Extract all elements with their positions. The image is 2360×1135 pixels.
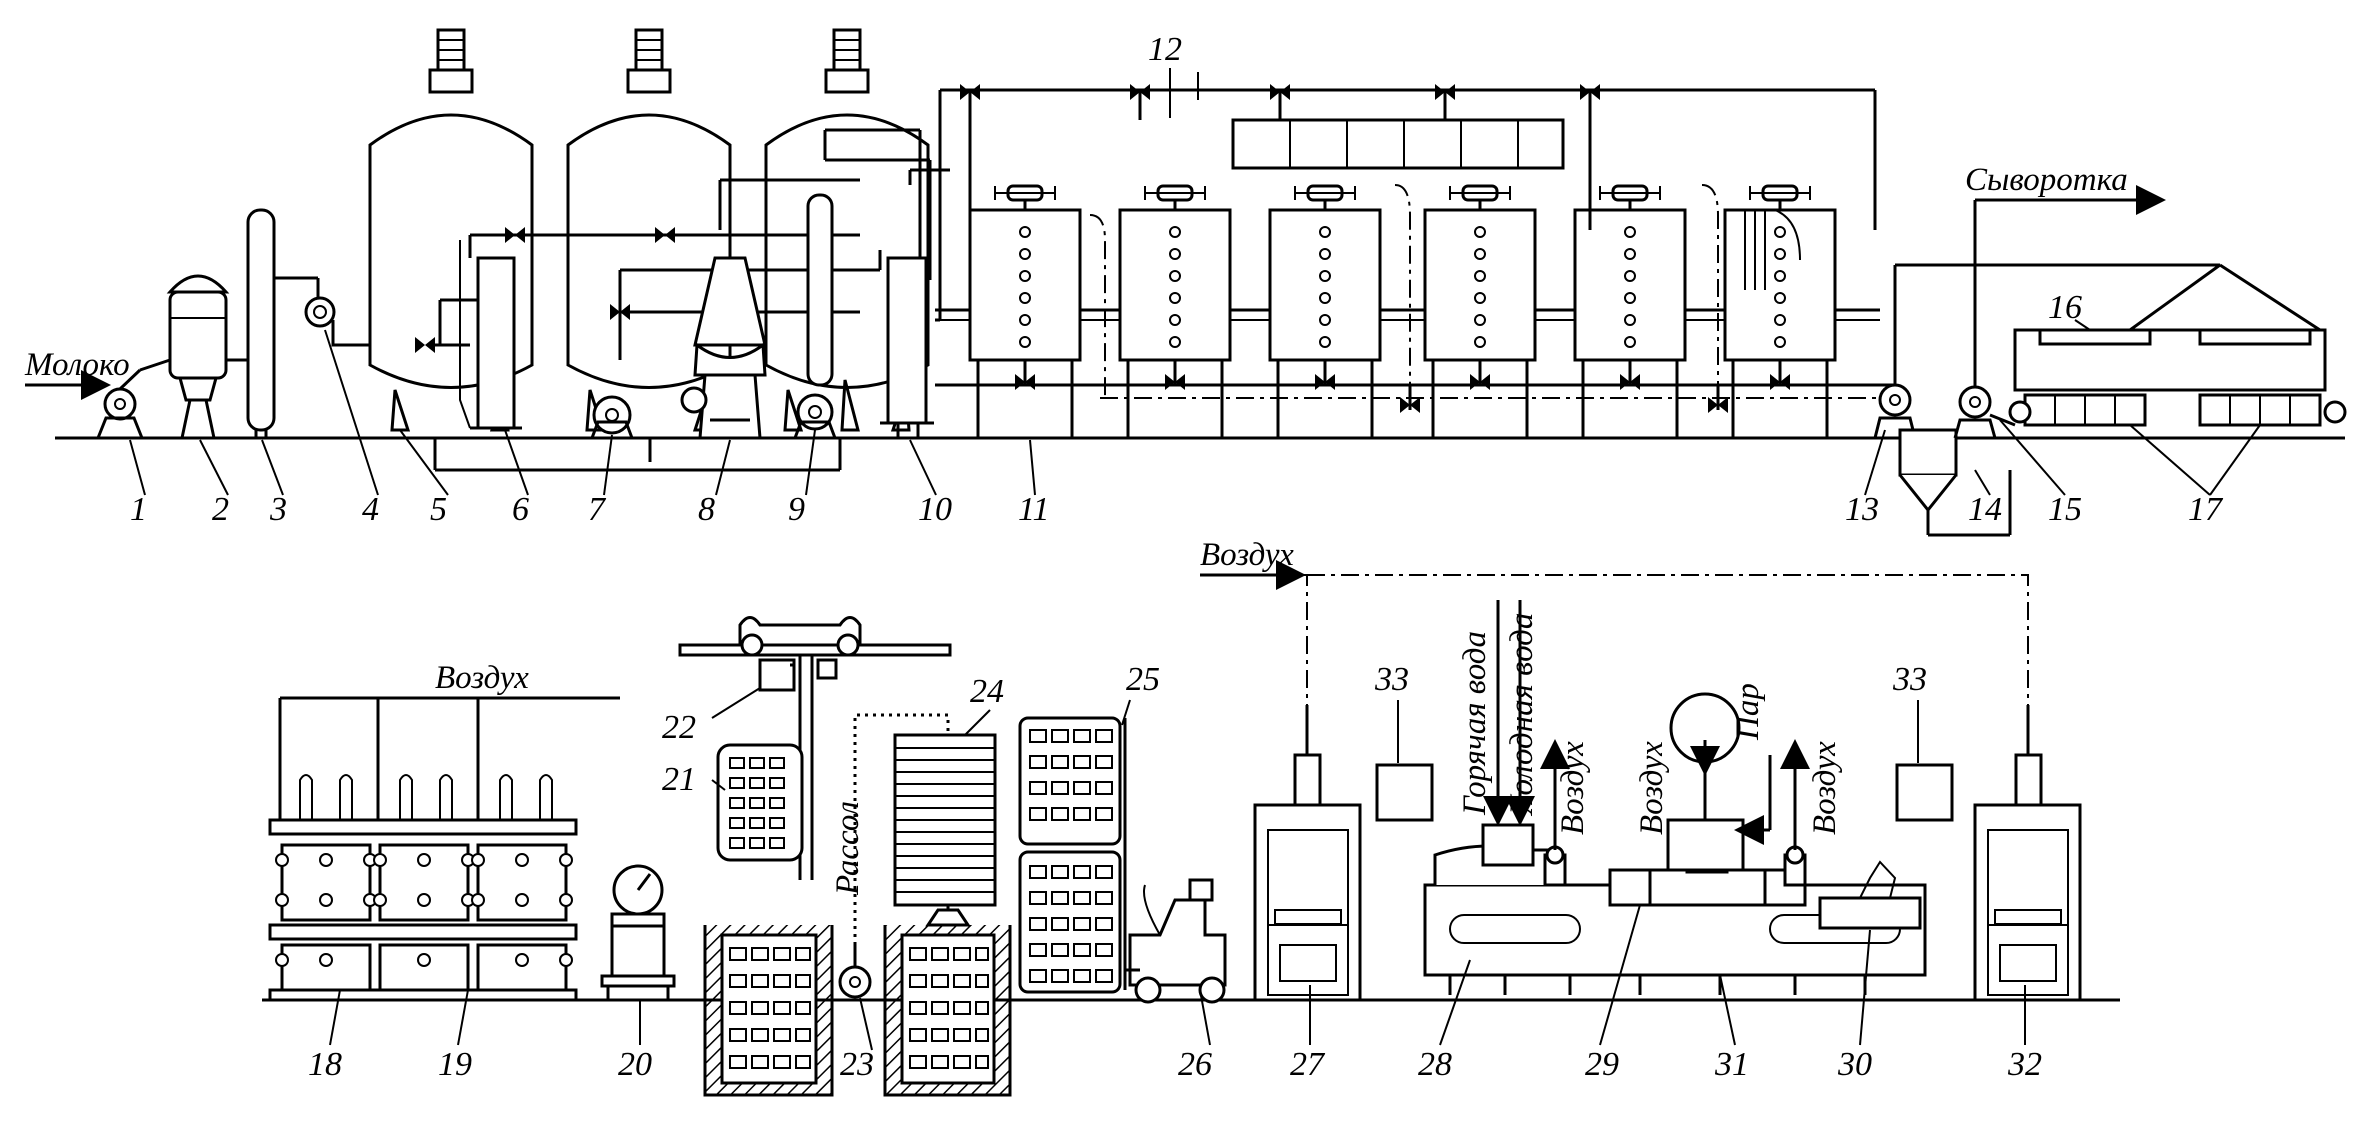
label-milk: Молоко: [24, 347, 130, 383]
num-10: 10: [918, 491, 952, 528]
label-air-v2: Воздух: [1634, 741, 1670, 835]
num-24: 24: [970, 673, 1004, 710]
scales-20: [600, 864, 676, 1000]
brine-pools: [703, 925, 1012, 1097]
pasteurizer-10: [880, 90, 942, 438]
storage-tanks-5: [368, 28, 930, 432]
drying-racks-18-19: [268, 696, 620, 1002]
hoist-22: [678, 616, 952, 880]
num-33-right: 33: [1892, 661, 1927, 698]
bottom-process-line: [262, 560, 2120, 1097]
num-28: 28: [1418, 1046, 1452, 1083]
top-process-line: [25, 28, 2347, 537]
num-2: 2: [212, 491, 229, 528]
num-3: 3: [269, 491, 287, 528]
num-19: 19: [438, 1046, 472, 1083]
num-17: 17: [2188, 491, 2224, 528]
num-26: 26: [1178, 1046, 1212, 1083]
num-23: 23: [840, 1046, 874, 1083]
label-brine: Рассол: [830, 801, 866, 896]
air-duct-loop: [1200, 560, 2029, 705]
num-8: 8: [698, 491, 715, 528]
num-7: 7: [588, 491, 607, 528]
num-4: 4: [362, 491, 379, 528]
label-air-v3: Воздух: [1807, 741, 1843, 835]
filter-2: [139, 274, 230, 439]
num-18: 18: [308, 1046, 342, 1083]
num-33-left: 33: [1374, 661, 1409, 698]
cheese-cage-21: [716, 743, 804, 862]
num-22: 22: [662, 709, 696, 746]
item-numbers: 1 2 3 4 5 6 7 8 9 10 11 12 13 14 15 16 1…: [130, 31, 2224, 1083]
num-11: 11: [1018, 491, 1049, 528]
label-whey: Сыворотка: [1965, 162, 2128, 198]
num-13: 13: [1845, 491, 1879, 528]
cheese-trays-24: [893, 733, 997, 927]
heat-exchanger-6: [459, 240, 522, 430]
num-32: 32: [2007, 1046, 2042, 1083]
control-box-33-left: [1375, 763, 1434, 822]
num-27: 27: [1290, 1046, 1326, 1083]
cooler-3: [226, 208, 320, 438]
num-29: 29: [1585, 1046, 1619, 1083]
num-9: 9: [788, 491, 805, 528]
label-air-v1: Воздух: [1555, 741, 1591, 835]
brine-pump-23: [838, 713, 950, 999]
label-hot-water: Горячая вода: [1457, 631, 1493, 816]
num-1: 1: [130, 491, 147, 528]
num-30: 30: [1837, 1046, 1872, 1083]
num-12: 12: [1148, 31, 1182, 68]
num-14: 14: [1968, 491, 2002, 528]
num-15: 15: [2048, 491, 2082, 528]
stacked-cages-25: [1018, 716, 1127, 994]
whey-separation-13-15: [1873, 185, 2220, 537]
leader-lines: [129, 68, 2261, 1051]
num-6: 6: [512, 491, 529, 528]
num-25: 25: [1126, 661, 1160, 698]
press-32: [1973, 705, 2082, 1002]
num-21: 21: [662, 761, 696, 798]
control-box-33-right: [1895, 763, 1954, 822]
label-cold-water: Холодная вода: [1504, 613, 1540, 817]
process-labels: Молоко Сыворотка Воздух Воздух Рассол Го…: [24, 162, 2128, 896]
forklift-26: [1125, 878, 1227, 1004]
cheese-vats-11: [935, 84, 1895, 438]
press-27: [1253, 705, 1362, 1002]
num-5: 5: [430, 491, 447, 528]
label-air-left: Воздух: [435, 660, 529, 696]
num-20: 20: [618, 1046, 652, 1083]
moulding-machine-28-31: [1423, 600, 1927, 995]
pump-1: [96, 368, 144, 439]
label-air-top: Воздух: [1200, 537, 1294, 573]
pump-7: [590, 395, 634, 439]
control-panel-12: [1197, 72, 1565, 170]
press-trolleys-16-17: [2008, 263, 2347, 427]
pump-9: [793, 193, 860, 439]
label-steam: Пар: [1730, 683, 1766, 741]
separator-8: [680, 238, 767, 440]
num-31: 31: [1714, 1046, 1749, 1083]
